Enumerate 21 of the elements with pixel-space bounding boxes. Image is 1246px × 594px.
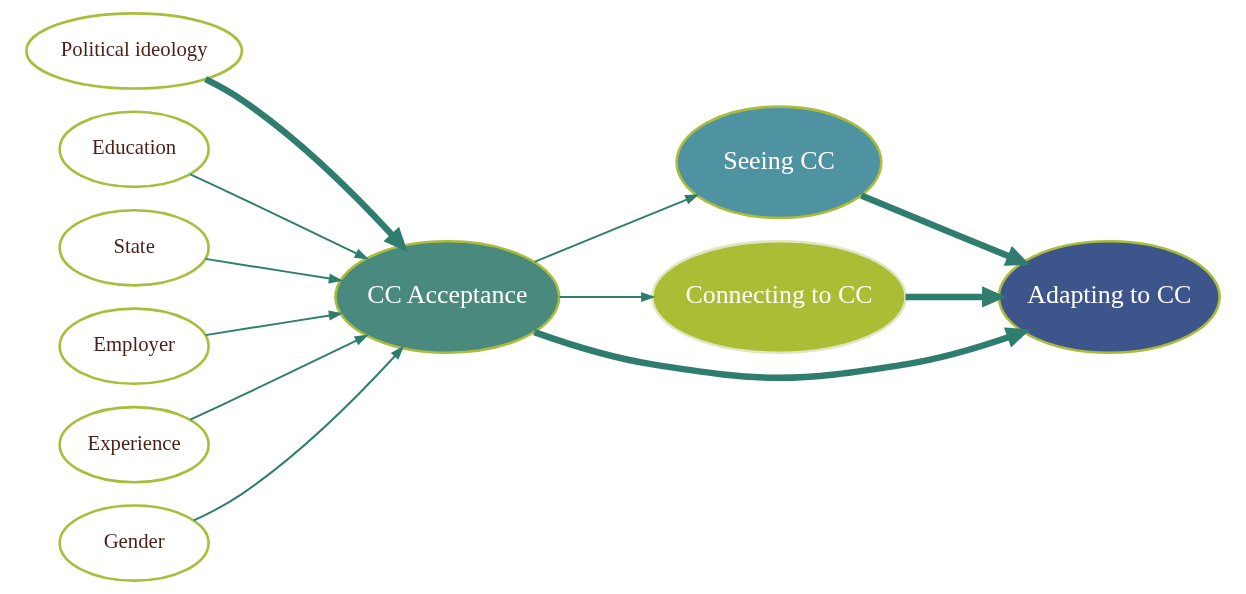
- arrow: [189, 173, 369, 260]
- arrow: [860, 192, 1031, 266]
- arrow: [189, 334, 369, 421]
- arrow: [905, 286, 1007, 308]
- node-ellipse: CC Acceptance: [334, 240, 561, 354]
- arrow: [558, 292, 656, 302]
- node-ellipse: Gender: [58, 504, 210, 582]
- node-ellipse: Education: [58, 110, 210, 189]
- node-ellipse: Connecting to CC: [651, 240, 907, 354]
- node-ellipse: Political ideology: [25, 12, 244, 90]
- arrow: [192, 345, 405, 522]
- arrow: [533, 194, 700, 263]
- arrow: [204, 310, 344, 337]
- arrow: [204, 76, 408, 252]
- node-ellipse: Employer: [58, 307, 210, 386]
- node-ellipse: Experience: [58, 405, 210, 484]
- arrow: [533, 327, 1031, 381]
- node-ellipse: Adapting to CC: [997, 240, 1221, 354]
- node-ellipse: Seeing CC: [675, 105, 883, 220]
- node-ellipse: State: [58, 208, 210, 287]
- arrow: [204, 257, 344, 284]
